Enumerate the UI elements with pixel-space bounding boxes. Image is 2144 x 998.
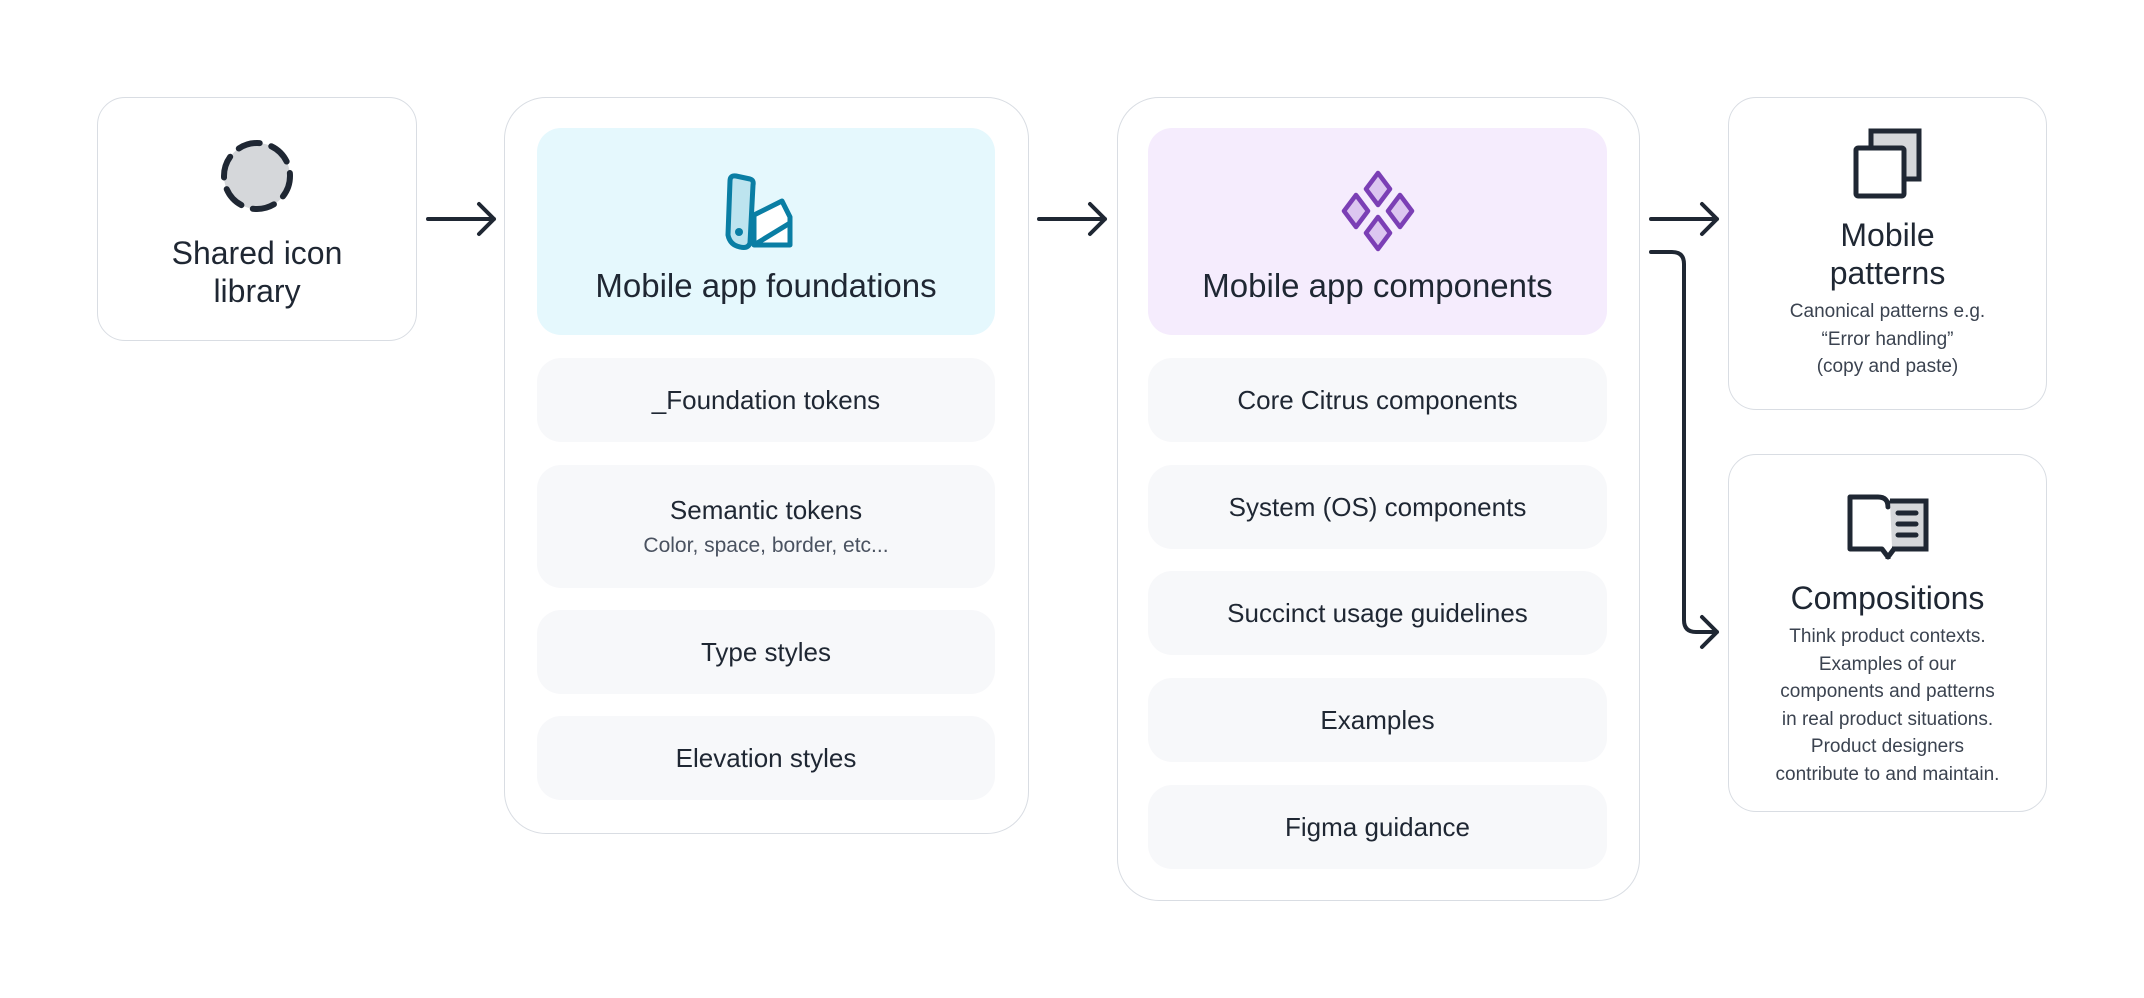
components-item: Succinct usage guidelines bbox=[1148, 571, 1607, 655]
components-title: Mobile app components bbox=[1202, 267, 1553, 304]
item-sublabel: Color, space, border, etc... bbox=[643, 534, 889, 557]
foundations-item: Type styles bbox=[537, 610, 995, 694]
mobile-patterns-description: Canonical patterns e.g. “Error handling”… bbox=[1790, 298, 1985, 381]
desc-line: “Error handling” bbox=[1821, 328, 1954, 350]
desc-line: Examples of our bbox=[1818, 653, 1957, 675]
desc-line: contribute to and maintain. bbox=[1775, 763, 2000, 785]
item-label: Core Citrus components bbox=[1237, 384, 1518, 415]
arrow-foundations-to-components bbox=[1037, 202, 1107, 236]
foundations-header: Mobile app foundations bbox=[537, 128, 995, 335]
desc-line: Think product contexts. bbox=[1789, 626, 1986, 647]
desc-line: Canonical patterns e.g. bbox=[1789, 301, 1986, 322]
title-line: Shared icon bbox=[171, 235, 343, 271]
components-item: Figma guidance bbox=[1148, 785, 1607, 869]
foundations-item: _Foundation tokens bbox=[537, 358, 995, 442]
components-item: Core Citrus components bbox=[1148, 358, 1607, 442]
desc-line: Product designers bbox=[1810, 736, 1965, 757]
item-label: Elevation styles bbox=[675, 742, 857, 773]
item-label: Examples bbox=[1320, 704, 1435, 735]
item-label: System (OS) components bbox=[1228, 491, 1527, 522]
mobile-patterns-title: Mobile patterns bbox=[1830, 216, 1946, 292]
copy-pages-icon bbox=[1853, 128, 1921, 199]
item-label: _Foundation tokens bbox=[651, 384, 881, 415]
compositions-card: Compositions Think product contexts. Exa… bbox=[1728, 454, 2047, 812]
title-line: patterns bbox=[1829, 255, 1946, 291]
open-book-icon bbox=[1847, 494, 1928, 560]
components-header: Mobile app components bbox=[1148, 128, 1607, 335]
compositions-title: Compositions bbox=[1790, 580, 1985, 616]
title-line: library bbox=[213, 273, 301, 309]
desc-line: in real product situations. bbox=[1781, 708, 1994, 730]
swatch-book-icon bbox=[725, 173, 793, 250]
title-line: Mobile bbox=[1840, 217, 1935, 253]
compositions-description: Think product contexts. Examples of our … bbox=[1776, 623, 2000, 788]
item-label: Type styles bbox=[700, 636, 832, 667]
arrow-shared-to-foundations bbox=[426, 202, 496, 236]
desc-line: components and patterns bbox=[1780, 681, 1995, 702]
desc-line: (copy and paste) bbox=[1816, 356, 1959, 377]
shared-icon-library-card: Shared icon library bbox=[97, 97, 417, 341]
component-diamonds-icon bbox=[1341, 170, 1414, 252]
components-item: Examples bbox=[1148, 678, 1607, 762]
components-item: System (OS) components bbox=[1148, 465, 1607, 549]
item-label: Semantic tokens bbox=[669, 495, 863, 525]
item-label: Figma guidance bbox=[1285, 811, 1470, 842]
shared-icon-library-title: Shared icon library bbox=[172, 234, 343, 310]
mobile-patterns-card: Mobile patterns Canonical patterns e.g. … bbox=[1728, 97, 2047, 410]
dashed-circle-icon bbox=[221, 140, 293, 212]
item-label: Succinct usage guidelines bbox=[1227, 597, 1528, 628]
foundations-title: Mobile app foundations bbox=[595, 267, 937, 304]
foundations-item: Elevation styles bbox=[537, 716, 995, 800]
arrow-components-to-compositions bbox=[1649, 250, 1719, 649]
arrow-components-to-patterns bbox=[1649, 202, 1719, 236]
